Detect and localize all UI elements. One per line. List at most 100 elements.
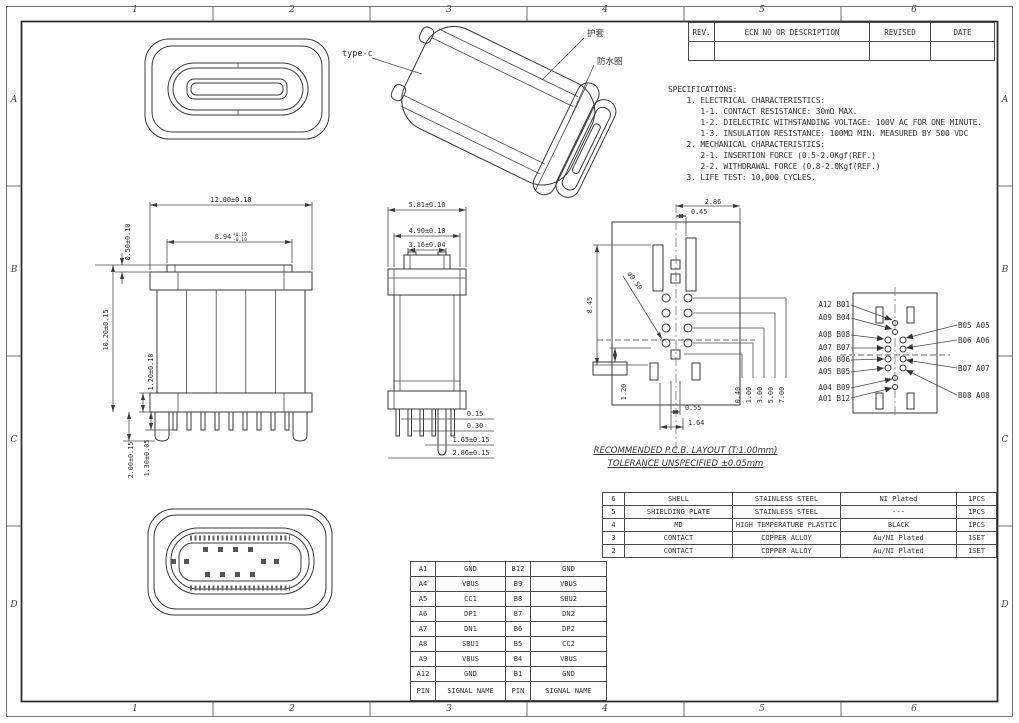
cell: MD: [624, 518, 733, 532]
cell: SIGNAL NAME: [530, 681, 607, 701]
tongue-iso: [571, 123, 601, 175]
cell: DP1: [435, 606, 506, 622]
cell: CC2: [530, 636, 607, 652]
cell: VBUS: [435, 576, 506, 592]
cell: [930, 41, 995, 61]
dim-700: 7.00: [778, 387, 786, 403]
cell: PIN: [410, 681, 436, 701]
cell: DN1: [435, 621, 506, 637]
cell: 1SET: [956, 544, 997, 558]
table-row: A9 VBUS B4 VBUS: [410, 651, 607, 667]
dim-w1: 5.81±0.10: [409, 201, 446, 209]
sheath-label: 护套: [587, 28, 605, 39]
cell: NI Plated: [840, 492, 957, 506]
pad-label: B08 A08: [958, 391, 990, 400]
zone-row-a: A: [10, 95, 18, 105]
dim-d4: 2.86±0.15: [453, 449, 490, 457]
table-row: 2 CONTACT COPPER ALLOY Au/NI Plated 1SET: [602, 544, 997, 558]
dim-pin: 1.30±0.05: [143, 440, 151, 477]
cell: SIGNAL NAME: [435, 681, 506, 701]
cell: [714, 41, 870, 61]
cell: B6: [505, 621, 531, 637]
connector-body-iso: [380, 6, 623, 208]
dim-100: 1.00: [745, 387, 753, 403]
dim-500: 5.00: [767, 387, 775, 403]
dim-leg: 2.00±0.15: [127, 442, 135, 479]
table-row: A4 VBUS B9 VBUS: [410, 576, 607, 592]
pad-label: A07 B07: [818, 343, 850, 352]
cell: A5: [410, 591, 436, 607]
cell: A9: [410, 651, 436, 667]
zone-row-c-r: C: [1001, 435, 1009, 445]
contact-pads: [171, 547, 279, 577]
cell: VBUS: [435, 651, 506, 667]
cell: SBU1: [435, 636, 506, 652]
spec-line: 1-1. CONTACT RESISTANCE: 30mΩ MAX.: [668, 107, 858, 116]
table-row: 5 SHIELDING PLATE STAINLESS STEEL --- 1P…: [602, 505, 997, 519]
spec-line: 2-1. INSERTION FORCE (0.5-2.0Kgf(REF.): [668, 151, 876, 160]
dim-055: 0.55: [685, 404, 701, 412]
cell: CONTACT: [624, 531, 733, 545]
cell: 1SET: [956, 531, 997, 545]
table-row: A8 SBU1 B5 CC2: [410, 636, 607, 652]
cell: GND: [530, 561, 607, 577]
zone-row-d: D: [10, 600, 18, 610]
pin-signal-table: A1 GND B12 GND A4 VBUS B9 VBUS A5 CC1 B8…: [410, 561, 607, 701]
side-pins: [396, 409, 455, 455]
table-row: PIN SIGNAL NAME PIN SIGNAL NAME: [410, 681, 607, 701]
cell: SHIELDING PLATE: [624, 505, 733, 519]
side-dim-view: 5.81±0.10 4.90±0.10 3.16±0.04 0.15 0.30 …: [368, 201, 508, 478]
dim-286: 2.86: [705, 198, 721, 206]
pad-label: A12 B01: [818, 300, 850, 309]
zone-col-4: 4: [602, 5, 608, 15]
cell: B8: [505, 591, 531, 607]
zone-col-6b: 6: [911, 704, 917, 714]
cell: A6: [410, 606, 436, 622]
pad-label: B07 A07: [958, 364, 990, 373]
cell: Au/NI Plated: [840, 531, 957, 545]
cell: 2: [602, 544, 625, 558]
spec-line: 2. MECHANICAL CHARACTERISTICS:: [668, 140, 825, 149]
isometric-view: type-c 护套 防水圈: [342, 14, 623, 196]
cell: CONTACT: [624, 544, 733, 558]
cell: SHELL: [624, 492, 733, 506]
zone-col-3: 3: [446, 5, 452, 15]
revision-table: REV. ECN NO OR DESCRIPTION REVISED DATE: [688, 22, 995, 61]
cell: B9: [505, 576, 531, 592]
pad-holes: [885, 321, 906, 390]
cell: B5: [505, 636, 531, 652]
zone-row-b: B: [10, 265, 18, 275]
table-row: 3 CONTACT COPPER ALLOY Au/NI Plated 1SET: [602, 531, 997, 545]
front-dim-view: 12.00±0.10 8.94 +0.10 -0.10 0.50±0.10 10…: [95, 196, 340, 479]
dim-tongue-tol-up: +0.10: [233, 232, 247, 238]
cell: HIGH TEMPERATURE PLASTIC: [732, 518, 841, 532]
cell: DP2: [530, 621, 607, 637]
cell: ---: [840, 505, 957, 519]
cell: A4: [410, 576, 436, 592]
cell: [688, 41, 715, 61]
dim-300: 3.00: [756, 387, 764, 403]
cell: A8: [410, 636, 436, 652]
cell: 6: [602, 492, 625, 506]
dim-plate: 0.50±0.10: [124, 224, 132, 261]
specifications-block: SPECIFICATIONS: 1. ELECTRICAL CHARACTERI…: [668, 84, 998, 183]
pad-leaders: [851, 305, 957, 398]
cell: GND: [435, 561, 506, 577]
pad-label: A04 B09: [818, 383, 850, 392]
dim-width: 12.00±0.10: [211, 196, 252, 204]
dim-flange: 1.20±0.10: [147, 354, 155, 391]
cell: DATE: [930, 22, 995, 42]
cell: 3: [602, 531, 625, 545]
cell: 1PCS: [956, 492, 997, 506]
dim-d2: 0.30: [467, 422, 483, 430]
table-row: A1 GND B12 GND: [410, 561, 607, 577]
cell: ECN NO OR DESCRIPTION: [714, 22, 870, 42]
pad-label: B05 A05: [958, 321, 990, 330]
pad-label: A01 B12: [818, 394, 850, 403]
pad-label: A09 B04: [818, 313, 850, 322]
zone-col-6: 6: [911, 5, 917, 15]
dim-164: 1.64: [688, 419, 704, 427]
cell: 4: [602, 518, 625, 532]
